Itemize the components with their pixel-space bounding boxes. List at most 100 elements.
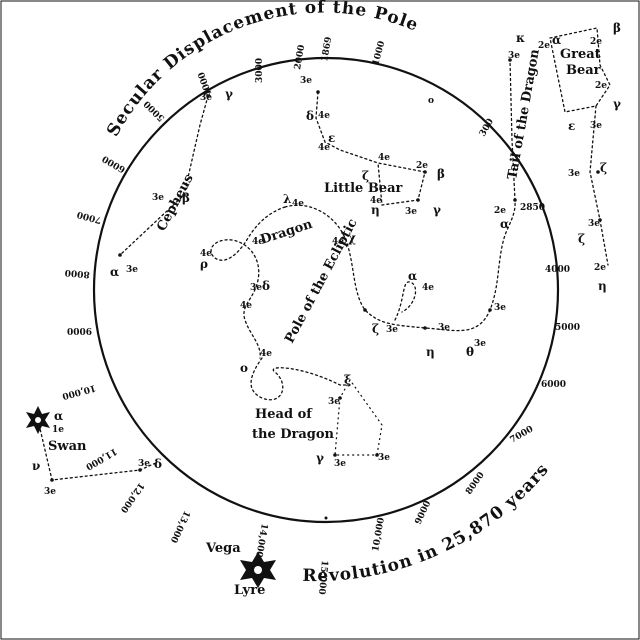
- lb-beta: β: [437, 167, 445, 181]
- gb-eps-mag: 3e: [590, 121, 602, 131]
- lb-gamma-mag: 3e: [405, 207, 417, 217]
- great-bear-label-1: Great: [560, 47, 601, 62]
- head-dragon-label-2: the Dragon: [252, 427, 335, 442]
- little-bear-group: Little Bear 3e δ 4e ε 4e 4e ζ β 2e η 4e …: [300, 76, 445, 217]
- gb-alpha-mag: 2e: [538, 41, 550, 51]
- hd-beta-mag: 3e: [378, 453, 390, 463]
- dragon-neck-line: [250, 357, 351, 401]
- tick-1869: 1869: [320, 36, 334, 62]
- lb-delta: δ: [306, 109, 314, 123]
- hd-gamma-mag: 3e: [334, 459, 346, 469]
- tick-2000: 2000: [293, 44, 307, 70]
- dr-rho-mag: 4e: [200, 249, 212, 259]
- lb-eps-mag: 4e: [318, 143, 330, 153]
- swan-deneb-star: [26, 406, 50, 434]
- dr-kappa-mag: 4e: [422, 283, 434, 293]
- path-markers: [50, 58, 602, 520]
- tick-0: o: [428, 96, 434, 106]
- lyre-label: Lyre: [234, 583, 265, 598]
- great-bear-bowl: [549, 27, 611, 113]
- lb-polaris-mag: 3e: [300, 76, 312, 86]
- gb-zeta: ζ: [600, 161, 607, 175]
- dr-chi-mag: 4e: [332, 237, 344, 247]
- dr-delta2: δ: [262, 279, 270, 293]
- hd-gamma: γ: [316, 451, 324, 465]
- swan-line: [37, 419, 159, 481]
- dr-omicron-mag: 4e: [252, 237, 264, 247]
- lb-beta-mag: 2e: [416, 161, 428, 171]
- swan-label: Swan: [48, 439, 87, 454]
- precession-circle: [92, 56, 560, 524]
- little-bear-line: [315, 91, 426, 206]
- lb-gamma: γ: [433, 203, 441, 217]
- vega-label: Vega: [205, 541, 241, 556]
- tick-9000b: 9000: [67, 325, 92, 335]
- dr-alpha-mag: 2e: [494, 206, 506, 216]
- cep-alpha: α: [110, 265, 119, 279]
- dr-alpha-small: α: [408, 269, 417, 283]
- dr-zeta-mag: 3e: [386, 325, 398, 335]
- gb-gamma: γ: [613, 97, 621, 111]
- dr-alpha: α: [500, 217, 509, 231]
- dragon-loop-kappa: [394, 281, 417, 321]
- dr-zeta: ζ: [372, 322, 379, 336]
- cep-beta: β: [182, 191, 190, 205]
- swan-alpha: α: [54, 409, 63, 423]
- lb-delta-mag: 4e: [318, 111, 330, 121]
- lb-zeta: ζ: [362, 169, 369, 183]
- great-bear-label-2: Bear: [566, 63, 601, 78]
- tick-8000b: 8000: [64, 267, 90, 279]
- dragon-mid-line: [210, 206, 286, 359]
- head-dragon-label-1: Head of: [255, 407, 313, 422]
- dr-theta: θ: [466, 345, 474, 359]
- dr-rho: ρ: [200, 257, 208, 271]
- swan-gamma-mag: 3e: [138, 459, 150, 469]
- cep-gamma-mag: 3e: [200, 93, 212, 103]
- lyre-group: Vega Lyre: [205, 541, 276, 598]
- tick-2850: 2850: [520, 203, 545, 213]
- dr-theta-mag: 3e: [474, 339, 486, 349]
- cep-gamma: γ: [225, 87, 233, 101]
- swan-group: α 1e Swan ν 3e 3e δ: [26, 406, 162, 497]
- dr-delta2-mag: 3e: [250, 283, 262, 293]
- tick-11000: 15,000: [316, 560, 329, 595]
- cepheus-line: [119, 95, 209, 256]
- gb-delta-mag: 3e: [588, 219, 600, 229]
- dr-o-mag: 4e: [260, 349, 272, 359]
- lb-zeta-mag: 4e: [378, 153, 390, 163]
- cep-beta-mag: 3e: [152, 193, 164, 203]
- swan-nu: ν: [32, 459, 40, 473]
- swan-delta: δ: [154, 457, 162, 471]
- lb-eps: ε: [328, 131, 335, 145]
- tick-6000: 6000: [541, 380, 566, 390]
- lb-eta-mag: 4e: [370, 196, 382, 206]
- vega-star: [240, 552, 276, 588]
- swan-nu-mag: 3e: [44, 487, 56, 497]
- swan-alpha-mag: 1e: [52, 425, 64, 435]
- dr-lambda-mag: 4e: [292, 199, 304, 209]
- dr-lambda: λ: [283, 192, 291, 206]
- dr-omicron: ο: [240, 361, 248, 375]
- dr-eta: η: [426, 345, 435, 359]
- lb-eta: η: [371, 203, 380, 217]
- tick-5000: 5000: [555, 323, 580, 333]
- head-dragon-group: Head of the Dragon ξ 3e γ 3e 3e: [252, 373, 390, 469]
- cep-alpha-mag: 3e: [126, 265, 138, 275]
- dr-n-mag: 4e: [240, 301, 252, 311]
- gb-alpha: α: [552, 33, 561, 47]
- gb-gamma-mag: 2e: [595, 81, 607, 91]
- dr-kappa-top-mag: 3e: [508, 51, 520, 61]
- dr-kappa-top: κ: [516, 31, 525, 45]
- dr-iota-mag: 3e: [494, 303, 506, 313]
- hd-xi: ξ: [344, 373, 351, 387]
- tick-3000b: 3000: [255, 58, 265, 83]
- great-bear-tail: [589, 105, 609, 266]
- hd-xi-mag: 3e: [328, 397, 340, 407]
- gb-zeta2: ζ: [578, 232, 585, 246]
- gb-eps: ε: [568, 119, 575, 133]
- gb-eta-mag: 2e: [594, 263, 606, 273]
- gb-beta-mag: 2e: [590, 37, 602, 47]
- little-bear-label: Little Bear: [324, 181, 403, 196]
